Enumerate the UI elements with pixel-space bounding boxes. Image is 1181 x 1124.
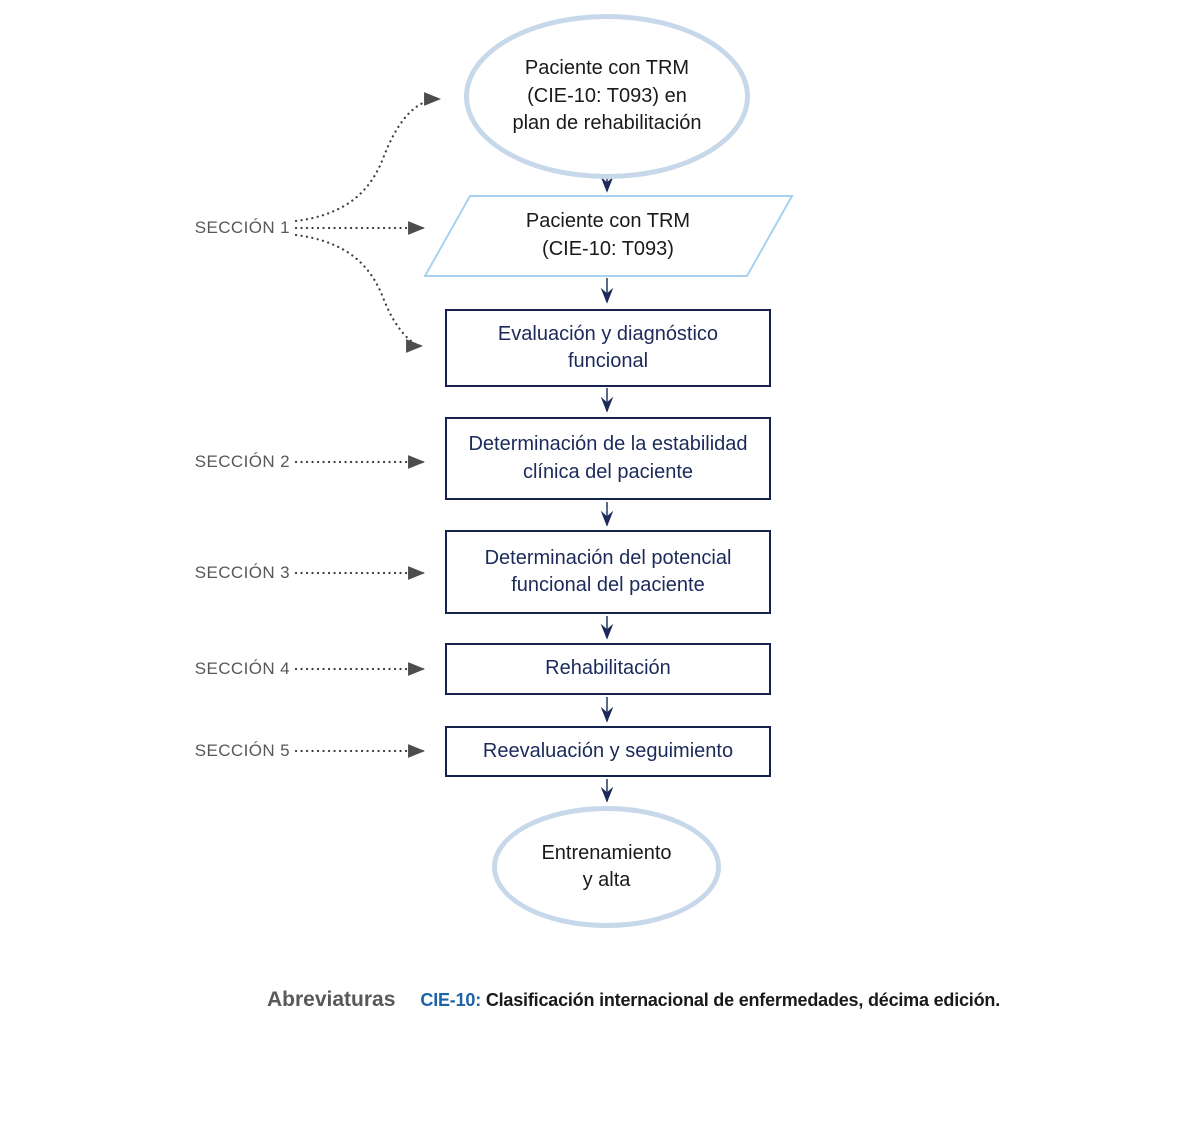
abbreviation-definition: CIE-10: Clasificación internacional de e… xyxy=(420,990,1000,1011)
abbreviations-footer: Abreviaturas CIE-10: Clasificación inter… xyxy=(267,988,1000,1012)
section-label-4: SECCIÓN 4 xyxy=(194,659,290,678)
node-start-line: (CIE-10: T093) en xyxy=(527,84,687,107)
node-end: Entrenamiento y alta xyxy=(492,806,721,928)
node-step3-line: Determinación del potencial xyxy=(484,546,732,569)
section-label-2: SECCIÓN 2 xyxy=(194,452,290,471)
abbreviation-text: Clasificación internacional de enfermeda… xyxy=(485,990,1001,1010)
node-step1: Evaluación y diagnóstico funcional xyxy=(445,309,771,387)
abbreviations-label: Abreviaturas xyxy=(267,988,396,1011)
node-step4-line: Rehabilitación xyxy=(545,657,671,680)
section-pointers xyxy=(294,92,442,758)
node-input-line: Paciente con TRM xyxy=(525,210,691,232)
node-step1-line: funcional xyxy=(567,350,649,372)
node-step2: Determinación de la estabilidad clínica … xyxy=(445,417,771,500)
input-parallelogram-shape xyxy=(423,195,794,277)
node-end-line: y alta xyxy=(582,869,631,891)
node-end-line: Entrenamiento xyxy=(541,841,672,864)
node-step2-line: clínica del paciente xyxy=(522,460,694,483)
node-step1-line: Evaluación y diagnóstico xyxy=(497,322,719,345)
node-step5-line: Reevaluación y seguimiento xyxy=(482,739,734,762)
node-start: Paciente con TRM (CIE-10: T093) en plan … xyxy=(464,14,750,179)
node-step3: Determinación del potencial funcional de… xyxy=(445,530,771,614)
section-label-1: SECCIÓN 1 xyxy=(194,218,290,237)
section-label-5: SECCIÓN 5 xyxy=(194,741,290,760)
section1-pointer-step1 xyxy=(294,233,424,353)
node-step2-line: Determinación de la estabilidad xyxy=(468,433,748,455)
node-step3-line: funcional del paciente xyxy=(511,574,705,596)
node-input-line: (CIE-10: T093) xyxy=(542,237,674,260)
node-start-line: Paciente con TRM xyxy=(524,57,690,80)
abbreviation-key: CIE-10: xyxy=(420,990,482,1010)
node-step4: Rehabilitación xyxy=(445,643,771,695)
node-step5: Reevaluación y seguimiento xyxy=(445,726,771,777)
node-start-line: plan de rehabilitación xyxy=(512,112,702,135)
section1-pointer-start xyxy=(294,92,442,223)
section-label-3: SECCIÓN 3 xyxy=(194,563,290,582)
node-input: Paciente con TRM (CIE-10: T093) xyxy=(448,208,768,263)
